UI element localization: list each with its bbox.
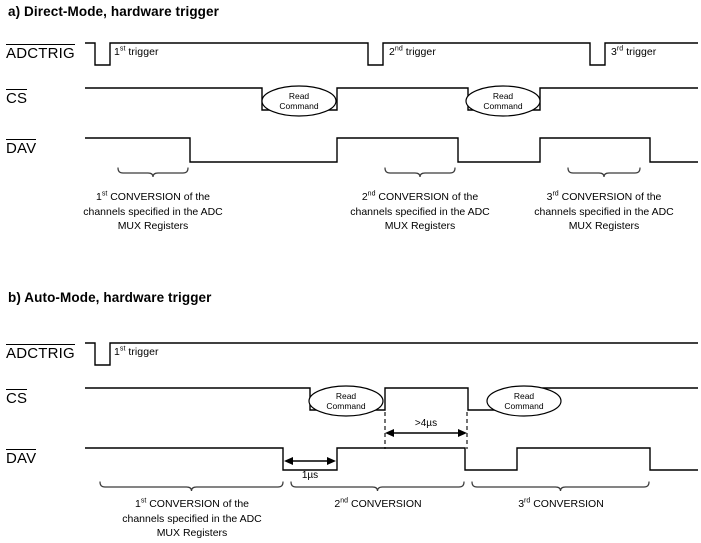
conversion-a3-line3: MUX Registers: [568, 220, 640, 232]
dav-b-text: DAV: [6, 449, 37, 467]
trigger-b1-text: trigger: [128, 346, 159, 358]
section-a-title: a) Direct-Mode, hardware trigger: [8, 4, 219, 19]
trigger-b1-ordinal: 1: [114, 346, 120, 358]
trigger-a2-suffix: nd: [394, 45, 403, 53]
conversion-a2-line2: channels specified in the ADC: [350, 205, 490, 218]
trigger-a2-text: trigger: [405, 46, 436, 58]
conversion-caption-b1: 1st CONVERSION of the channels specified…: [92, 497, 292, 541]
conversion-a1-rest: CONVERSION of the: [110, 191, 210, 203]
waveform-cs-b: [85, 387, 698, 411]
conversion-brace-a1: [117, 167, 189, 178]
dav-a-text: DAV: [6, 139, 37, 157]
signal-label-adctrig-a: ADCTRIG: [6, 44, 75, 62]
trigger-label-b1: 1st trigger: [114, 345, 159, 359]
trigger-a3-text: trigger: [626, 46, 657, 58]
conversion-b2-ordinal: 2: [334, 498, 341, 510]
timing-label-gap: >4µs: [414, 418, 438, 429]
trigger-label-a1: 1st trigger: [114, 45, 159, 59]
conversion-b3-ordinal: 3: [518, 498, 525, 510]
conversion-brace-a2: [384, 167, 456, 178]
conversion-a2-line3: MUX Registers: [384, 220, 456, 232]
read-command-b2-line1: Read: [513, 391, 535, 401]
conversion-b2-rest: CONVERSION: [350, 498, 422, 510]
conversion-a3-suffix: rd: [552, 190, 559, 198]
dav-low-arrow-head-left: [284, 457, 293, 465]
conversion-a1-line2: channels specified in the ADC: [83, 205, 223, 218]
conversion-b3-line1: 3rd CONVERSION: [461, 497, 661, 512]
section-b-title: b) Auto-Mode, hardware trigger: [8, 290, 212, 305]
waveform-dav-b: [85, 447, 698, 471]
read-command-a2-line2: Command: [483, 101, 523, 111]
conversion-b1-rest: CONVERSION of the: [149, 498, 249, 510]
conversion-caption-b3: 3rd CONVERSION: [461, 497, 661, 512]
conversion-a2-suffix: nd: [367, 190, 376, 198]
read-command-b1-line2: Command: [326, 401, 366, 411]
conversion-a3-line2: channels specified in the ADC: [534, 205, 674, 218]
conversion-caption-a3: 3rd CONVERSION of the channels specified…: [504, 190, 701, 234]
signal-label-dav-b: DAV: [6, 449, 37, 467]
read-command-label-b2: Read Command: [489, 391, 559, 411]
gap-arrow-head-left: [385, 429, 394, 437]
conversion-b1-line2: channels specified in the ADC: [122, 512, 262, 525]
trigger-a2-ordinal: 2: [389, 46, 395, 58]
gap-arrow-head-right: [458, 429, 467, 437]
conversion-a2-line1: 2nd CONVERSION of the: [320, 190, 520, 205]
trigger-a1-ordinal: 1: [114, 46, 120, 58]
cs-b-text: CS: [6, 389, 28, 407]
conversion-b1-ordinal: 1: [135, 498, 141, 510]
conversion-caption-b2: 2nd CONVERSION: [278, 497, 478, 512]
read-command-a1-line2: Command: [279, 101, 319, 111]
conversion-b3-rest: CONVERSION: [533, 498, 604, 510]
cs-a-text: CS: [6, 89, 28, 107]
conversion-a3-rest: CONVERSION of the: [561, 191, 662, 203]
conversion-a1-suffix: st: [101, 190, 108, 198]
signal-label-dav-a: DAV: [6, 139, 37, 157]
trigger-b1-suffix: st: [119, 345, 126, 353]
trigger-label-a3: 3rd trigger: [611, 45, 657, 59]
signal-label-cs-b: CS: [6, 389, 28, 407]
waveform-cs-a: [85, 87, 698, 111]
trigger-a1-suffix: st: [119, 45, 126, 53]
conversion-a2-rest: CONVERSION of the: [378, 191, 479, 203]
conversion-a1-line3: MUX Registers: [117, 220, 189, 232]
conversion-b3-suffix: rd: [524, 497, 531, 505]
read-command-label-a2: Read Command: [468, 91, 538, 111]
conversion-caption-a1: 1st CONVERSION of the channels specified…: [53, 190, 253, 234]
trigger-a3-suffix: rd: [616, 45, 624, 53]
adctrig-b-text: ADCTRIG: [6, 344, 75, 362]
read-command-b2-line2: Command: [504, 401, 544, 411]
conversion-brace-b1: [99, 481, 284, 492]
waveform-adctrig-b: [85, 342, 698, 366]
dav-low-arrow-head-right: [327, 457, 336, 465]
read-command-b1-line1: Read: [335, 391, 357, 401]
conversion-a3-line1: 3rd CONVERSION of the: [504, 190, 701, 205]
conversion-b2-suffix: nd: [340, 497, 349, 505]
conversion-caption-a2: 2nd CONVERSION of the channels specified…: [320, 190, 520, 234]
signal-label-adctrig-b: ADCTRIG: [6, 344, 75, 362]
conversion-brace-b3: [471, 481, 650, 492]
conversion-b1-suffix: st: [140, 497, 147, 505]
timing-label-dav-low: 1µs: [301, 470, 319, 481]
waveform-dav-a: [85, 137, 698, 163]
read-command-a1-line1: Read: [288, 91, 310, 101]
trigger-a3-ordinal: 3: [611, 46, 617, 58]
read-command-a2-line1: Read: [492, 91, 514, 101]
conversion-brace-b2: [290, 481, 465, 492]
conversion-a3-ordinal: 3: [546, 191, 553, 203]
trigger-label-a2: 2nd trigger: [389, 45, 436, 59]
conversion-a1-ordinal: 1: [96, 191, 102, 203]
read-command-label-b1: Read Command: [311, 391, 381, 411]
conversion-b1-line1: 1st CONVERSION of the: [92, 497, 292, 512]
conversion-b1-line3: MUX Registers: [156, 527, 228, 539]
read-command-label-a1: Read Command: [264, 91, 334, 111]
conversion-a2-ordinal: 2: [361, 191, 368, 203]
signal-label-cs-a: CS: [6, 89, 28, 107]
conversion-brace-a3: [567, 167, 641, 178]
adctrig-a-text: ADCTRIG: [6, 44, 75, 62]
trigger-a1-text: trigger: [128, 46, 159, 58]
conversion-b2-line1: 2nd CONVERSION: [278, 497, 478, 512]
conversion-a1-line1: 1st CONVERSION of the: [53, 190, 253, 205]
